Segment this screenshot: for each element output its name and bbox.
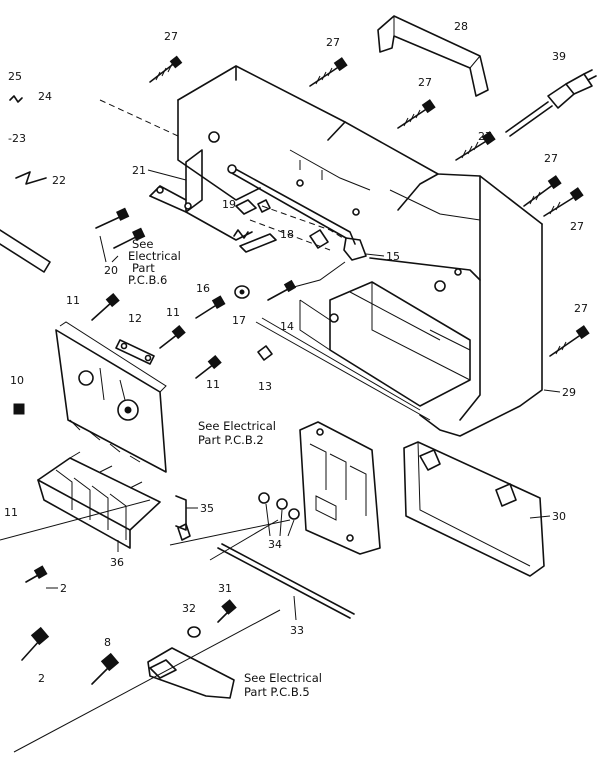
note-pcb5-line2: Part P.C.B.5 (244, 685, 310, 699)
label-17: 17 (232, 314, 246, 327)
screw-2b (21, 626, 50, 661)
button-cluster-36 (37, 451, 161, 549)
screws-20 (95, 207, 146, 249)
label-33: 33 (290, 624, 304, 637)
note-pcb2-line2: Part P.C.B.2 (198, 433, 264, 447)
label-12: 12 (128, 312, 142, 325)
rod-33 (217, 543, 355, 619)
leader-lines (0, 99, 347, 753)
label-27: 27 (570, 220, 584, 233)
parts-34 (258, 492, 300, 520)
label-22: 22 (52, 174, 66, 187)
label-24: 24 (38, 90, 52, 103)
label-8: 8 (104, 636, 111, 649)
parts-18-19 (233, 199, 329, 253)
bracket-21 (149, 149, 253, 241)
label-27: 27 (478, 130, 492, 143)
label-27: 27 (574, 302, 588, 315)
screw-27b (309, 57, 348, 87)
control-board (55, 321, 167, 473)
note-pcb6: See Electrical Part P.C.B.6 (128, 237, 181, 287)
label-23: -23 (8, 132, 26, 145)
label-39: 39 (552, 50, 566, 63)
note-pcb6-line4: P.C.B.6 (128, 273, 167, 287)
nut-10 (13, 403, 25, 415)
label-27: 27 (418, 76, 432, 89)
label-2: 2 (38, 672, 45, 685)
screw-11c (195, 355, 222, 379)
label-18: 18 (280, 228, 294, 241)
screw-27e (523, 175, 562, 207)
note-pcb6-line3: Part (132, 261, 155, 275)
note-pcb6-line2: Electrical (128, 249, 181, 263)
label-16: 16 (196, 282, 210, 295)
power-cord-39 (505, 69, 597, 137)
label-14: 14 (280, 320, 294, 333)
screw-11a (91, 293, 120, 321)
wire-parts-left (0, 95, 51, 273)
label-25: 25 (8, 70, 22, 83)
screw-2a (25, 565, 48, 583)
label-27: 27 (544, 152, 558, 165)
label-11: 11 (4, 506, 18, 519)
handle-28 (377, 15, 489, 97)
label-10: 10 (10, 374, 24, 387)
label-27: 27 (164, 30, 178, 43)
note-pcb2: See Electrical Part P.C.B.2 (198, 419, 276, 447)
screw-27d (455, 131, 496, 161)
label-36: 36 (110, 556, 124, 569)
label-2: 2 (60, 582, 67, 595)
note-pcb5-line1: See Electrical (244, 671, 322, 685)
screw-11b (159, 325, 186, 349)
bracket-35 (175, 495, 191, 541)
label-32: 32 (182, 602, 196, 615)
screw-14 (267, 261, 346, 301)
label-13: 13 (258, 380, 272, 393)
label-21: 21 (132, 164, 146, 177)
note-pcb2-line1: See Electrical (198, 419, 276, 433)
washer-32 (187, 626, 201, 638)
pcb5-plate (147, 647, 235, 699)
label-27: 27 (326, 36, 340, 49)
label-11: 11 (66, 294, 80, 307)
connector-13 (257, 345, 273, 361)
label-29: 29 (562, 386, 576, 399)
rod-assembly (227, 164, 367, 261)
pcb2-board (299, 421, 381, 555)
label-30: 30 (552, 510, 566, 523)
label-20: 20 (104, 264, 118, 277)
label-31: 31 (218, 582, 232, 595)
screw-8 (91, 652, 120, 685)
screw-31 (217, 599, 237, 623)
screw-16 (195, 295, 226, 319)
label-19: 19 (222, 198, 236, 211)
washer-17 (234, 285, 250, 299)
screw-27c (397, 99, 436, 129)
label-11: 11 (166, 306, 180, 319)
label-11: 11 (206, 378, 220, 391)
label-35: 35 (200, 502, 214, 515)
label-15: 15 (386, 250, 400, 263)
label-28: 28 (454, 20, 468, 33)
screw-27f (543, 187, 584, 217)
panel-30 (403, 441, 545, 577)
note-pcb6-line1: See (132, 237, 153, 251)
cabinet-housing (177, 65, 543, 437)
bar-12 (115, 339, 155, 365)
label-34: 34 (268, 538, 282, 551)
screw-27a (149, 55, 183, 83)
note-pcb5: See Electrical Part P.C.B.5 (244, 671, 322, 699)
screw-27g (549, 325, 590, 357)
